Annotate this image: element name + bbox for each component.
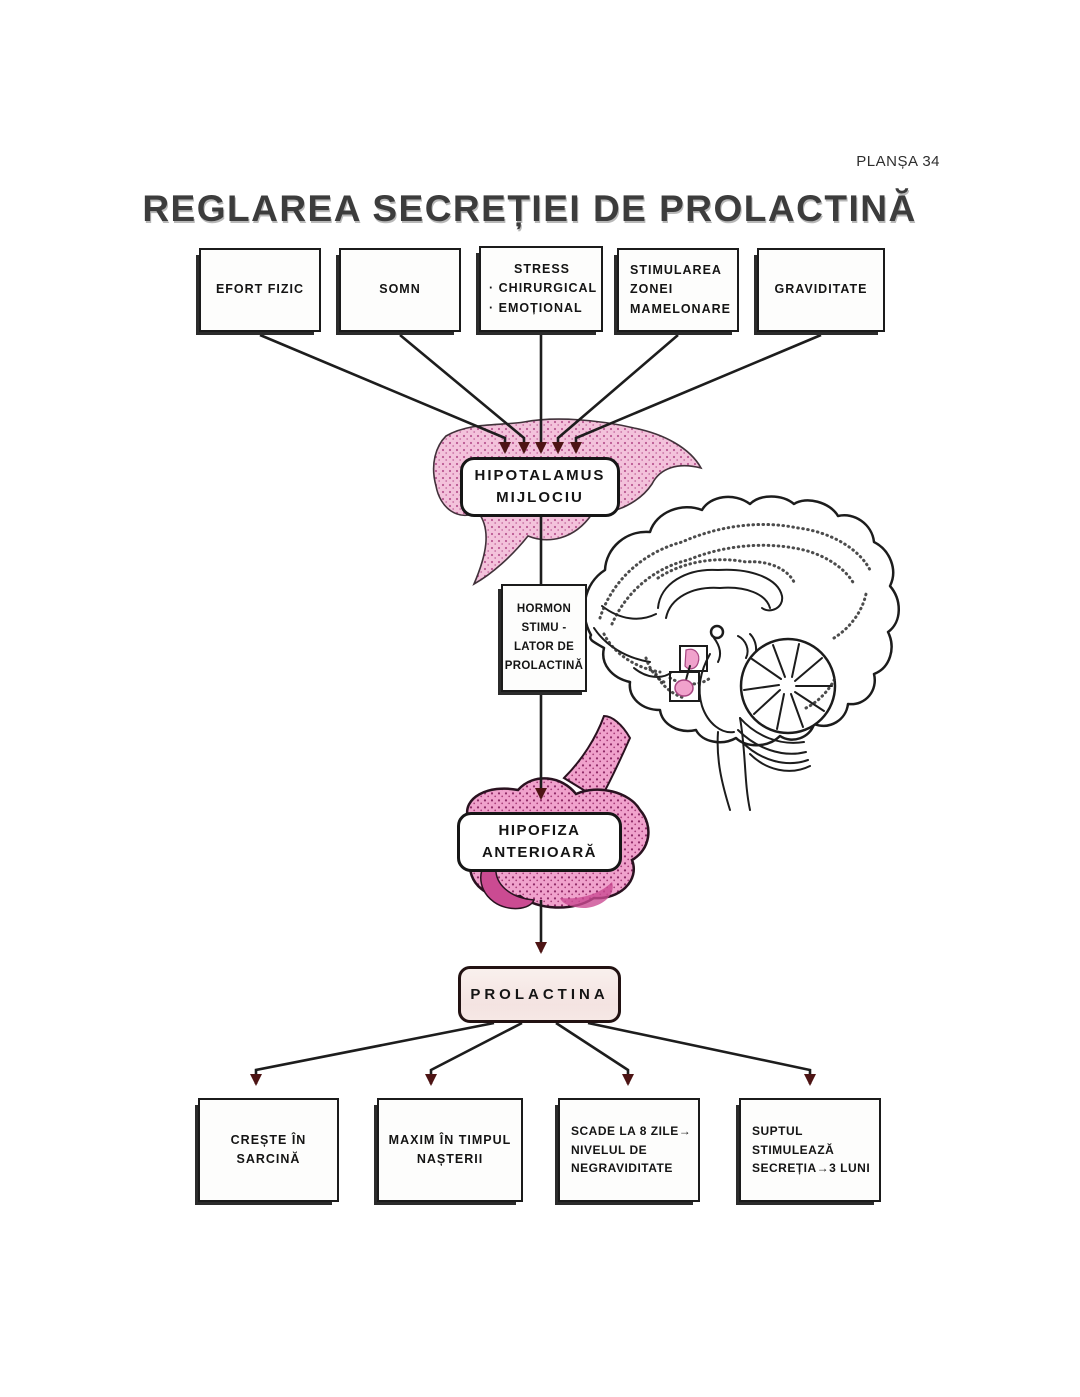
box-prolactina: PROLACTINA <box>458 966 621 1023</box>
box-hipotalamus-mijlociu: HIPOTALAMUS MIJLOCIU <box>460 457 620 517</box>
box-creste-in-sarcina: CREȘTE ÎN SARCINĂ <box>198 1098 339 1202</box>
box-label: STIMULEAZĂ <box>752 1142 835 1157</box>
box-somn: SOMN <box>339 248 461 332</box>
box-label: · CHIRURGICAL <box>489 281 598 296</box>
box-label: NEGRAVIDITATE <box>571 1161 673 1176</box>
box-stress: STRESS · CHIRURGICAL · EMOȚIONAL <box>479 246 603 332</box>
page-title: REGLAREA SECREȚIEI DE PROLACTINĂ <box>142 188 917 229</box>
box-suptul-stimuleaza-secretia: SUPTUL STIMULEAZĂ SECREȚIA→3 LUNI <box>739 1098 881 1202</box>
box-label: NAȘTERII <box>416 1152 484 1166</box>
stimuli-to-hypothalamus-arrows <box>259 330 822 454</box>
box-maxim-in-timpul-nasterii: MAXIM ÎN TIMPUL NAȘTERII <box>377 1098 523 1202</box>
box-label: MAXIM ÎN TIMPUL <box>388 1132 512 1147</box>
box-label: MAMELONARE <box>630 301 731 316</box>
box-label: SCADE LA 8 ZILE→ <box>571 1124 692 1139</box>
box-hormon-stimulator-de-prolactina: HORMON STIMU - LATOR DE PROLACTINĂ <box>501 584 587 692</box>
box-label: MIJLOCIU <box>496 489 584 506</box>
box-label: ANTERIOARĂ <box>482 844 597 861</box>
box-label: PROLACTINĂ <box>504 659 584 672</box>
box-label: HIPOFIZA <box>498 822 581 840</box>
box-label: CREȘTE ÎN <box>230 1132 307 1147</box>
prolactin-to-effects-arrows <box>250 1021 816 1086</box>
box-label: EFORT FIZIC <box>215 282 305 297</box>
brain-illustration <box>583 495 900 811</box>
box-label: NIVELUL DE <box>571 1142 648 1157</box>
box-label: STIMU - <box>521 622 567 635</box>
box-label: SECREȚIA→3 LUNI <box>752 1161 871 1176</box>
box-scade-la-8-zile: SCADE LA 8 ZILE→ NIVELUL DE NEGRAVIDITAT… <box>558 1098 700 1202</box>
box-label: LATOR DE <box>513 641 575 653</box>
box-label: GRAVIDITATE <box>774 282 868 297</box>
box-label: STIMULAREA <box>630 262 722 277</box>
box-label: · EMOȚIONAL <box>489 300 583 315</box>
box-label: PROLACTINA <box>470 985 609 1003</box>
box-graviditate: GRAVIDITATE <box>757 248 885 332</box>
box-label: SOMN <box>379 282 421 297</box>
box-stimularea-zonei-mamelonare: STIMULAREA ZONEI MAMELONARE <box>617 248 739 332</box>
box-label: HORMON <box>516 603 572 616</box>
box-label: SUPTUL <box>752 1124 803 1139</box>
box-efort-fizic: EFORT FIZIC <box>199 248 321 332</box>
box-label: STRESS <box>513 261 570 276</box>
box-label: SARCINĂ <box>236 1152 301 1166</box>
box-hipofiza-anterioara: HIPOFIZA ANTERIOARĂ <box>457 812 622 872</box>
plate-number: PLANȘA 34 <box>856 153 940 170</box>
box-label: ZONEI <box>630 282 674 297</box>
box-label: HIPOTALAMUS <box>474 467 606 485</box>
